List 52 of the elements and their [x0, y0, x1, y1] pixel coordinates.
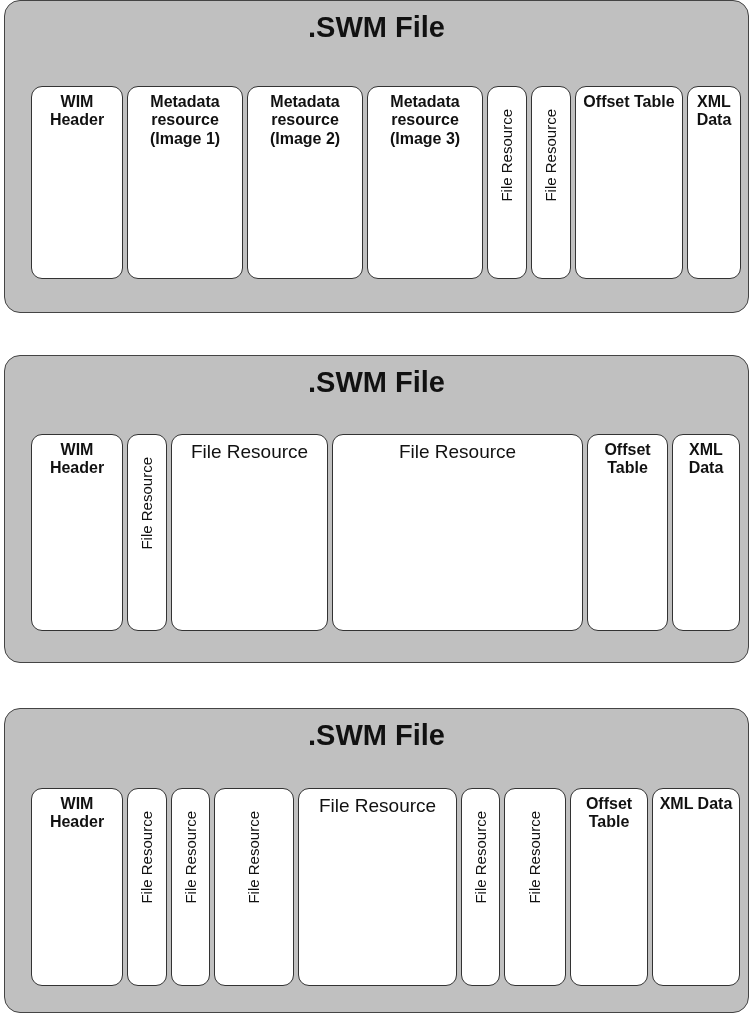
segment-box [461, 788, 500, 986]
segment-box [587, 434, 668, 631]
segment-box [171, 788, 210, 986]
segment-box [332, 434, 583, 631]
segment-label: Metadata resource (Image 2) [268, 93, 342, 149]
segment-box [127, 434, 167, 631]
segment-box [127, 86, 243, 279]
segment-box [367, 86, 483, 279]
segment-box [247, 86, 363, 279]
segment-label: XML Data [695, 93, 733, 130]
segment-label: File Resource [398, 441, 517, 463]
segment-label: File Resource [245, 811, 263, 904]
panel-title: .SWM File [307, 11, 446, 44]
segment-label: File Resource [138, 811, 156, 904]
segment-box [504, 788, 566, 986]
segment-label: Offset Table [583, 93, 675, 112]
segment-label: Offset Table [584, 795, 634, 832]
file-panel [4, 708, 749, 1013]
segment-label: File Resource [542, 109, 560, 202]
segment-label: XML Data [687, 441, 725, 478]
segment-label: File Resource [471, 811, 490, 904]
panel-title: .SWM File [307, 366, 446, 399]
segment-box [127, 788, 167, 986]
segment-box [687, 86, 741, 279]
segment-box [570, 788, 648, 986]
segment-label: XML Data [659, 795, 733, 814]
segment-label: File Resource [181, 811, 200, 904]
segment-label: File Resource [318, 795, 437, 817]
segment-label: WIM Header [48, 795, 106, 832]
segment-label: File Resource [190, 441, 309, 463]
segment-box [487, 86, 527, 279]
segment-label: Offset Table [603, 441, 652, 478]
segment-box [31, 86, 123, 279]
segment-box [31, 434, 123, 631]
segment-label: File Resource [498, 109, 516, 202]
segment-box [575, 86, 683, 279]
segment-box [531, 86, 571, 279]
segment-label: File Resource [138, 457, 156, 550]
segment-label: WIM Header [48, 441, 106, 478]
panel-title: .SWM File [307, 719, 446, 752]
segment-box [652, 788, 740, 986]
segment-label: File Resource [526, 811, 544, 904]
segment-box [672, 434, 740, 631]
segment-label: Metadata resource (Image 1) [148, 93, 222, 149]
segment-box [31, 788, 123, 986]
file-panel [4, 355, 749, 663]
segment-box [214, 788, 294, 986]
segment-box [171, 434, 328, 631]
segment-label: Metadata resource (Image 3) [388, 93, 462, 149]
segment-box [298, 788, 457, 986]
segment-label: WIM Header [48, 93, 106, 130]
file-panel [4, 0, 749, 313]
